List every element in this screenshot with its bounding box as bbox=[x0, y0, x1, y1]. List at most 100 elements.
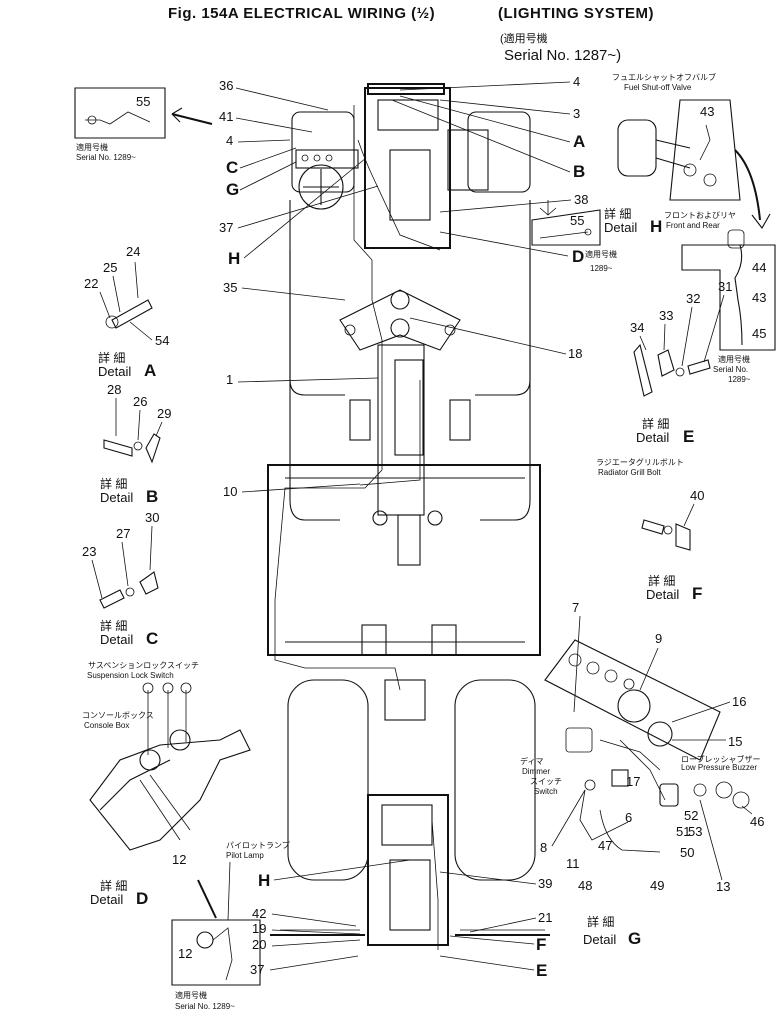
detail-f-label: Detail bbox=[646, 587, 679, 602]
inset-h-serial: 1289~ bbox=[728, 375, 751, 384]
svg-text:スイッチ: スイッチ bbox=[530, 777, 562, 786]
detail-d: サスペンションロックスイッチ Suspension Lock Switch コン… bbox=[82, 661, 251, 919]
applicability-jp: (適用号機 bbox=[500, 31, 548, 45]
svg-text:適用号機: 適用号機 bbox=[718, 354, 750, 364]
svg-text:コンソールボックス: コンソールボックス bbox=[82, 711, 154, 720]
inset-55-right-jp: 適用号機 bbox=[585, 249, 617, 259]
callout-19: 19 bbox=[252, 921, 266, 936]
callout-46: 46 bbox=[750, 814, 764, 829]
svg-text:28: 28 bbox=[107, 382, 121, 397]
callout-43-top: 43 bbox=[700, 104, 714, 119]
detail-a-letter: A bbox=[144, 361, 156, 380]
svg-text:40: 40 bbox=[690, 488, 704, 503]
fuel-shutoff-detail: フュエルシャットオフバルブ Fuel Shut-off Valve 43 bbox=[612, 72, 771, 229]
svg-text:詳 細: 詳 細 bbox=[100, 878, 127, 893]
detail-e: 34 33 32 31 詳 細 Detail E bbox=[630, 279, 732, 446]
svg-text:適用号機: 適用号機 bbox=[175, 990, 207, 1000]
detail-e-label: Detail bbox=[636, 430, 669, 445]
console-box-label: Console Box bbox=[84, 721, 129, 730]
dimmer-label: Dimmer bbox=[522, 767, 550, 776]
svg-text:27: 27 bbox=[116, 526, 130, 541]
svg-text:32: 32 bbox=[686, 291, 700, 306]
fuel-valve-jp: フュエルシャットオフバルブ bbox=[612, 72, 716, 82]
callout-15: 15 bbox=[728, 734, 742, 749]
callout-47: 47 bbox=[598, 838, 612, 853]
callout-16: 16 bbox=[732, 694, 746, 709]
svg-text:詳 細: 詳 細 bbox=[100, 476, 127, 491]
callout-1: 1 bbox=[226, 372, 233, 387]
detail-g-letter: G bbox=[628, 929, 641, 948]
callout-A: A bbox=[573, 132, 585, 151]
svg-text:24: 24 bbox=[126, 244, 140, 259]
callout-4-left: 4 bbox=[226, 133, 233, 148]
detail-f-letter: F bbox=[692, 584, 702, 603]
callout-4-right: 4 bbox=[573, 74, 580, 89]
detail-e-letter: E bbox=[683, 427, 694, 446]
callout-11: 11 bbox=[566, 856, 580, 871]
detail-b: 28 26 29 詳 細 Detail B bbox=[100, 382, 171, 506]
dashboard-detail-g: 7 9 16 15 ロープレッシャブザー Low Pressure Buzzer… bbox=[520, 600, 764, 948]
svg-text:フロントおよびリヤ: フロントおよびリヤ bbox=[664, 211, 736, 220]
svg-text:サスペンションロックスイッチ: サスペンションロックスイッチ bbox=[88, 661, 199, 670]
callout-6: 6 bbox=[625, 810, 632, 825]
radiator-grill-bolt-label: Radiator Grill Bolt bbox=[598, 468, 661, 477]
inset-55-right-serial: 1289~ bbox=[590, 264, 613, 273]
callout-21: 21 bbox=[538, 910, 552, 925]
detail-d-label: Detail bbox=[90, 892, 123, 907]
pilot-serial: Serial No. 1289~ bbox=[175, 1002, 235, 1011]
svg-text:54: 54 bbox=[155, 333, 169, 348]
svg-text:詳 細: 詳 細 bbox=[604, 206, 631, 221]
detail-c: 30 27 23 詳 細 Detail C bbox=[82, 510, 159, 648]
svg-text:22: 22 bbox=[84, 276, 98, 291]
detail-d-letter: D bbox=[136, 889, 148, 908]
detail-f: ラジエータグリルボルト Radiator Grill Bolt 40 詳 細 D… bbox=[596, 457, 704, 603]
svg-text:パイロットランプ: パイロットランプ bbox=[226, 841, 290, 850]
detail-c-label: Detail bbox=[100, 632, 133, 647]
callout-12-pilot: 12 bbox=[178, 946, 192, 961]
callout-42: 42 bbox=[252, 906, 266, 921]
svg-text:26: 26 bbox=[133, 394, 147, 409]
callout-55-right: 55 bbox=[570, 213, 584, 228]
svg-text:29: 29 bbox=[157, 406, 171, 421]
svg-text:Serial No.: Serial No. bbox=[713, 365, 748, 374]
callout-20: 20 bbox=[252, 937, 266, 952]
callout-13: 13 bbox=[716, 879, 730, 894]
callout-7: 7 bbox=[572, 600, 579, 615]
svg-text:23: 23 bbox=[82, 544, 96, 559]
svg-text:ラジエータグリルボルト: ラジエータグリルボルト bbox=[596, 457, 684, 467]
callout-37-top: 37 bbox=[219, 220, 233, 235]
svg-text:ロープレッシャブザー: ロープレッシャブザー bbox=[681, 754, 761, 764]
svg-text:31: 31 bbox=[718, 279, 732, 294]
callout-F: F bbox=[536, 935, 546, 954]
pilot-lamp-inset: パイロットランプ Pilot Lamp 12 適用号機 Serial No. 1… bbox=[171, 841, 290, 1011]
callout-8: 8 bbox=[540, 840, 547, 855]
front-rear-label: Front and Rear bbox=[666, 221, 720, 230]
inset-h-parts: 44 43 45 適用号機 Serial No. 1289~ bbox=[681, 229, 776, 384]
callout-51: 51 bbox=[676, 824, 690, 839]
rear-callouts: H 39 42 19 20 37 21 F E bbox=[250, 859, 552, 980]
svg-text:34: 34 bbox=[630, 320, 644, 335]
figure-title: Fig. 154A ELECTRICAL WIRING (½) bbox=[168, 5, 435, 22]
callout-E: E bbox=[536, 961, 547, 980]
fuel-valve-en: Fuel Shut-off Valve bbox=[624, 83, 692, 92]
callout-37-bottom: 37 bbox=[250, 962, 264, 977]
detail-h-label: Detail bbox=[604, 220, 637, 235]
callout-12-console: 12 bbox=[172, 852, 186, 867]
callout-41: 41 bbox=[219, 109, 233, 124]
inset-55-right: 55 適用号機 1289~ bbox=[531, 200, 617, 273]
callout-H-bottom: H bbox=[258, 871, 270, 890]
machine-outline bbox=[267, 83, 550, 950]
detail-a: 24 25 22 54 詳 細 Detail A bbox=[84, 244, 169, 380]
inset-55-left-serial: Serial No. 1289~ bbox=[76, 153, 136, 162]
main-callouts: 36 41 4 4 3 A B C G 37 H 38 D 35 18 1 10 bbox=[219, 74, 588, 499]
callout-50: 50 bbox=[680, 845, 694, 860]
callout-B: B bbox=[573, 162, 585, 181]
svg-text:詳 細: 詳 細 bbox=[648, 573, 675, 588]
detail-h: 詳 細 Detail H フロントおよびリヤ Front and Rear bbox=[604, 206, 736, 236]
detail-b-label: Detail bbox=[100, 490, 133, 505]
inset-55-left-jp: 適用号機 bbox=[76, 142, 108, 152]
detail-a-label: Detail bbox=[98, 364, 131, 379]
callout-G: G bbox=[226, 180, 239, 199]
callout-18: 18 bbox=[568, 346, 582, 361]
